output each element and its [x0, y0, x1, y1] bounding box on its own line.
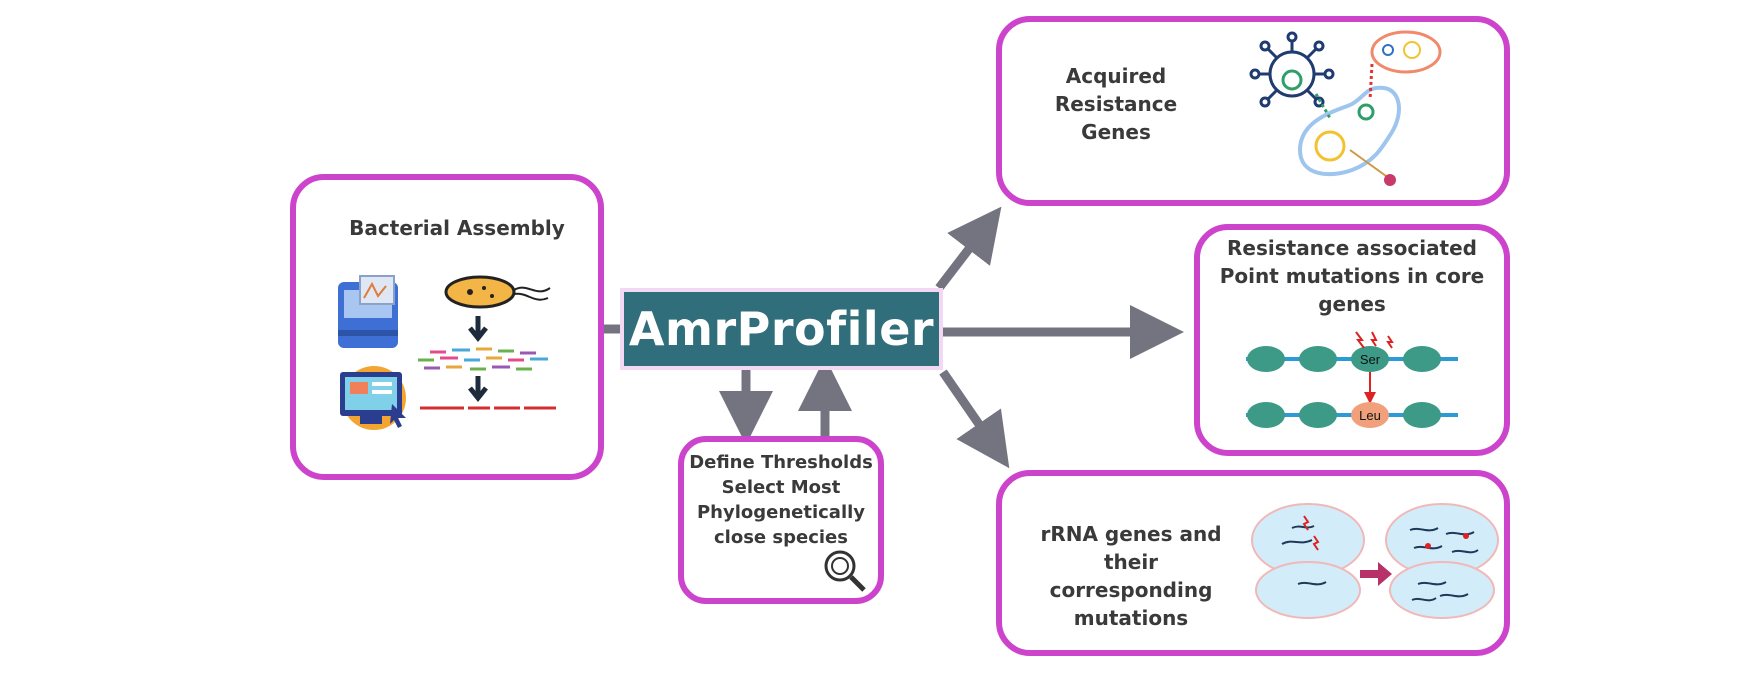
thresholds-line-3: Phylogenetically: [696, 502, 866, 523]
thresholds-text: Define Thresholds Select Most Phylogenet…: [684, 450, 878, 550]
lightning-icon: [1386, 335, 1394, 349]
acquired-line-2: Resistance: [1054, 92, 1178, 116]
residue: [1247, 346, 1285, 372]
phage-icon: [1249, 31, 1335, 108]
acquired-line-3: Genes: [1081, 120, 1151, 144]
computer-icon: [340, 366, 406, 430]
arrow-to-acquired: [935, 206, 1002, 291]
sequence-reads-icon: [418, 347, 548, 371]
acquired-line-1: Acquired: [1065, 64, 1167, 88]
transition-arrow-icon: [1360, 562, 1392, 586]
acquired-genes-text: Acquired Resistance Genes: [1036, 62, 1196, 146]
bacterium-icon: [444, 275, 551, 309]
arrow-to-rrna: [939, 369, 1010, 469]
magnifier-icon: [824, 550, 866, 592]
point-line-2: Point mutations in core: [1219, 264, 1485, 288]
rrna-line-3: mutations: [1073, 606, 1189, 630]
residue-mutant: [1351, 402, 1389, 428]
thresholds-line-2: Select Most: [721, 477, 841, 498]
point-line-1: Resistance associated: [1227, 236, 1477, 260]
mutant-label: Leu: [1359, 408, 1381, 423]
residue: [1403, 402, 1441, 428]
lightning-icon: [1370, 331, 1378, 347]
lightning-icon: [1355, 331, 1365, 349]
ribosome-wildtype-icon: [1251, 503, 1365, 619]
down-arrow-icon: [468, 376, 488, 403]
wildtype-label: Ser: [1360, 352, 1381, 367]
rrna-line-2: corresponding: [1049, 578, 1213, 602]
residue-wildtype: [1351, 346, 1389, 372]
residue: [1403, 346, 1441, 372]
residue: [1299, 346, 1337, 372]
sequencer-icon: [338, 275, 398, 348]
rrna-text: rRNA genes and their corresponding mutat…: [1010, 520, 1252, 632]
acquired-genes-box: [996, 16, 1510, 206]
residue: [1247, 402, 1285, 428]
amrprofiler-title: AmrProfiler: [624, 292, 939, 366]
thresholds-line-1: Define Thresholds: [689, 452, 873, 473]
thresholds-line-4: close species: [714, 527, 848, 548]
recipient-bacterium-icon: [1297, 63, 1401, 186]
rrna-line-1: rRNA genes and their: [1040, 522, 1222, 574]
point-mutations-text: Resistance associated Point mutations in…: [1200, 234, 1504, 318]
bacterial-assembly-title: Bacterial Assembly: [349, 216, 565, 240]
point-line-3: genes: [1318, 292, 1386, 316]
donor-bacterium-icon: [1370, 30, 1442, 74]
down-arrow-icon: [468, 316, 488, 343]
residue: [1299, 402, 1337, 428]
ribosome-mutant-icon: [1385, 503, 1499, 619]
